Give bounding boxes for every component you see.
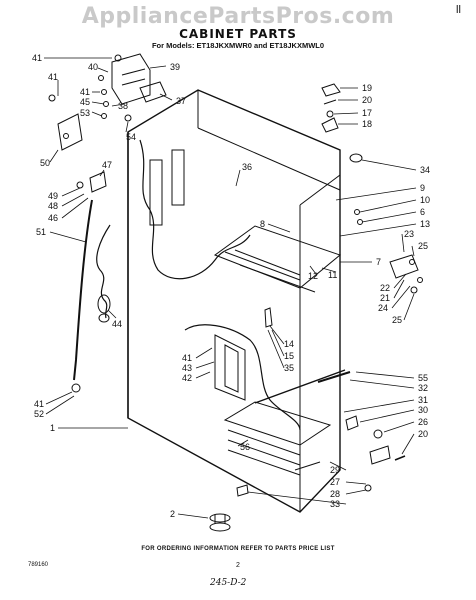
callout-54: 54 [126, 132, 136, 142]
callout-25: 25 [392, 315, 402, 325]
callout-47: 47 [102, 160, 112, 170]
callout-20: 20 [362, 95, 372, 105]
callout-46: 46 [48, 213, 58, 223]
callout-41: 41 [182, 353, 192, 363]
callout-48: 48 [48, 201, 58, 211]
document-code: 789160 [28, 562, 49, 568]
callout-51: 51 [36, 227, 46, 237]
top-hinge-assembly [48, 53, 167, 122]
callout-19: 19 [362, 83, 372, 93]
callout-26: 26 [418, 417, 428, 427]
right-side-parts [236, 83, 423, 497]
callout-44: 44 [112, 319, 122, 329]
callout-41: 41 [34, 399, 44, 409]
callout-36: 36 [242, 162, 252, 172]
callout-38: 38 [118, 101, 128, 111]
callout-40: 40 [88, 62, 98, 72]
callout-32: 32 [418, 383, 428, 393]
callout-1: 1 [50, 423, 55, 433]
callout-20: 20 [418, 429, 428, 439]
model-numbers: For Models: ET18JKXMWR0 and ET18JKXMWL0 [151, 41, 325, 50]
callout-52: 52 [34, 409, 44, 419]
callout-42: 42 [182, 373, 192, 383]
callout-45: 45 [80, 97, 90, 107]
callout-25: 25 [418, 241, 428, 251]
callout-37: 37 [176, 96, 186, 106]
callout-28: 28 [330, 489, 340, 499]
callout-labels: 41 40 39 41 41 45 38 37 53 54 50 47 49 4… [32, 53, 430, 519]
cabinet-shell [127, 89, 351, 513]
callout-8: 8 [260, 219, 265, 229]
callout-23: 23 [404, 229, 414, 239]
callout-41: 41 [32, 53, 42, 63]
callout-18: 18 [362, 119, 372, 129]
callout-22: 22 [380, 283, 390, 293]
callout-29: 29 [330, 465, 340, 475]
callout-2: 2 [170, 509, 175, 519]
callout-50: 50 [40, 158, 50, 168]
callout-43: 43 [182, 363, 192, 373]
callout-33: 33 [330, 499, 340, 509]
ordering-note: FOR ORDERING INFORMATION REFER TO PARTS … [141, 546, 335, 552]
callout-12: 12 [308, 271, 318, 281]
callout-14: 14 [284, 339, 294, 349]
callout-17: 17 [362, 108, 372, 118]
handwritten-note: 245-D-2 [210, 578, 247, 588]
callout-39: 39 [170, 62, 180, 72]
callout-41: 41 [48, 72, 58, 82]
callout-34: 34 [420, 165, 430, 175]
callout-24: 24 [378, 303, 388, 313]
page-title: CABINET PARTS [179, 27, 297, 41]
callout-53: 53 [80, 108, 90, 118]
callout-30: 30 [418, 405, 428, 415]
callout-6: 6 [420, 207, 425, 217]
callout-9: 9 [420, 183, 425, 193]
callout-41: 41 [80, 87, 90, 97]
callout-10: 10 [420, 195, 430, 205]
leveling-foot [209, 513, 231, 532]
page-number: 2 [236, 562, 240, 569]
callout-49: 49 [48, 191, 58, 201]
callout-31: 31 [418, 395, 428, 405]
callout-55: 55 [418, 373, 428, 383]
leader-lines [44, 57, 417, 519]
callout-27: 27 [330, 477, 340, 487]
callout-15: 15 [284, 351, 294, 361]
callout-7: 7 [376, 257, 381, 267]
callout-11: 11 [328, 270, 337, 280]
callout-13: 13 [420, 219, 430, 229]
watermark: AppliancePartsPros.com [81, 4, 395, 29]
corner-mark: ll [456, 4, 461, 16]
callout-21: 21 [380, 293, 390, 303]
callout-56: 56 [240, 442, 250, 452]
left-side-parts [57, 113, 111, 393]
callout-35: 35 [284, 363, 294, 373]
